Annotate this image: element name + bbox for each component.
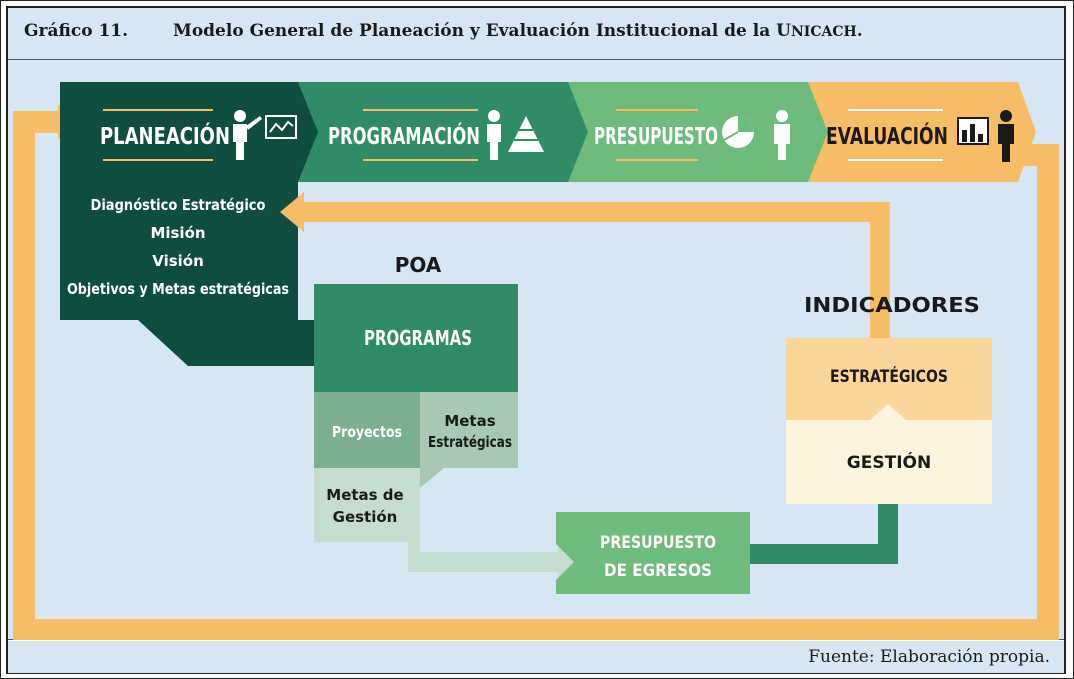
title-end: .	[856, 21, 863, 41]
pie-chart-icon	[722, 116, 754, 148]
inner-loop-joiner	[870, 316, 890, 338]
programas-label: PROGRAMAS	[364, 326, 472, 350]
egresos-to-gestion-arrow	[750, 500, 898, 564]
figure-footer: Fuente: Elaboración propia.	[8, 641, 1064, 673]
gestion-box	[786, 420, 992, 504]
proyectos-label: Proyectos	[332, 423, 402, 441]
title-smallcaps: NICACH	[790, 24, 857, 40]
person-icon	[998, 110, 1014, 162]
planeacion-item-mision: Misión	[150, 224, 205, 242]
metas-gestion-label-line2: Gestión	[333, 508, 398, 526]
stage-programacion-label: PROGRAMACIÓN	[328, 122, 480, 150]
indicador-estrategicos-label: ESTRATÉGICOS	[830, 365, 948, 387]
inner-feedback-arrow	[298, 202, 890, 316]
title-main: Modelo General de Planeación y Evaluació…	[173, 21, 777, 41]
metas-estrategicas-label-line1: Metas	[444, 412, 495, 430]
pyramid-icon	[508, 116, 544, 152]
programas-box	[314, 284, 518, 392]
estrategicos-down-notch	[870, 404, 906, 420]
stage-evaluacion-band	[798, 82, 1036, 182]
figure-number: Gráfico 11.	[24, 21, 129, 41]
indicadores-title: INDICADORES	[804, 293, 980, 317]
poa-title: POA	[395, 253, 442, 277]
figure-header: Gráfico 11. Modelo General de Planeación…	[8, 8, 1064, 60]
source-note: Fuente: Elaboración propia.	[808, 647, 1050, 667]
line-chart-icon	[265, 115, 297, 139]
presupuesto-egresos-label-line1: PRESUPUESTO	[600, 533, 716, 553]
stage-planeacion-block	[60, 82, 363, 382]
planeacion-item-diagnostico: Diagnóstico Estratégico	[91, 196, 266, 214]
stage-presupuesto-band	[556, 82, 828, 182]
planeacion-item-objetivos: Objetivos y Metas estratégicas	[67, 280, 289, 298]
presupuesto-egresos-label-line2: DE EGRESOS	[604, 561, 712, 581]
indicador-gestion-label: GESTIÓN	[847, 451, 931, 473]
stage-presupuesto-label: PRESUPUESTO	[594, 124, 718, 150]
bar-chart-icon	[957, 117, 989, 145]
person-presenting-icon	[233, 110, 262, 160]
outer-feedback-loop	[13, 111, 1059, 641]
metas-gestion-label-line1: Metas de	[326, 486, 403, 504]
gestion-to-egresos-arrow	[408, 542, 574, 582]
planning-model-diagram: PLANEACIÓN PROGRAMACIÓN PRESUPUESTO EVAL…	[13, 82, 1059, 641]
stage-planeacion-label: PLANEACIÓN	[100, 122, 230, 150]
inner-feedback-arrowhead	[280, 192, 304, 232]
metas-gestion-box	[314, 468, 420, 542]
metas-estrategicas-box	[420, 392, 518, 488]
metas-estrategicas-label-line2: Estratégicas	[428, 433, 512, 451]
diagram-area: PLANEACIÓN PROGRAMACIÓN PRESUPUESTO EVAL…	[8, 60, 1064, 641]
proyectos-box	[314, 392, 420, 468]
stage-evaluacion-label: EVALUACIÓN	[826, 122, 948, 150]
stage-programacion-band	[298, 82, 588, 182]
planeacion-item-vision: Visión	[152, 252, 204, 270]
presupuesto-egresos-box	[556, 512, 750, 594]
person-icon	[774, 110, 790, 160]
person-icon	[487, 110, 501, 160]
title-initial: U	[776, 21, 791, 41]
figure-title: Modelo General de Planeación y Evaluació…	[173, 21, 863, 41]
